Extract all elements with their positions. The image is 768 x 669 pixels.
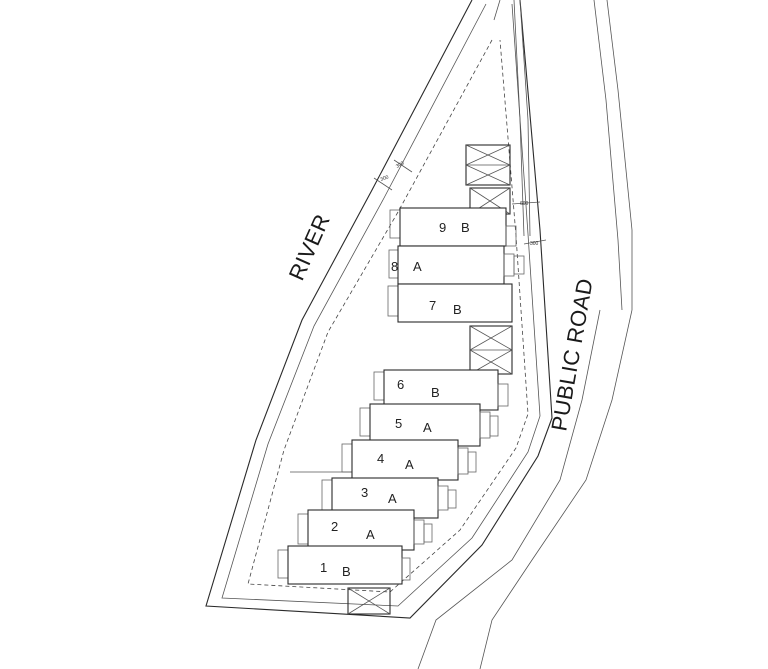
site-boundary-outer bbox=[205, 0, 553, 619]
dimension-line-road-2 bbox=[523, 239, 547, 245]
dimension-label: 300 bbox=[380, 174, 390, 183]
unit-9[interactable]: 9 B bbox=[389, 207, 517, 247]
unit-type: B bbox=[431, 385, 440, 400]
unit-number: 9 bbox=[439, 220, 446, 235]
unit-type: A bbox=[423, 420, 432, 435]
unit-type: A bbox=[388, 491, 397, 506]
parking-bay-top bbox=[465, 144, 511, 186]
unit-2[interactable]: 2 A bbox=[297, 509, 433, 551]
parking-bay-middle bbox=[469, 325, 513, 375]
unit-type: A bbox=[366, 527, 375, 542]
unit-type: B bbox=[461, 220, 470, 235]
unit-number: 2 bbox=[331, 519, 338, 534]
dimension-label: 300 bbox=[395, 160, 405, 169]
site-boundary-inner bbox=[221, 3, 541, 607]
road-right-edge-inner bbox=[593, 0, 623, 311]
unit-number: 6 bbox=[397, 377, 404, 392]
unit-number: 4 bbox=[377, 451, 384, 466]
public-road-label: PUBLIC ROAD bbox=[546, 276, 597, 433]
dimension-line-road-1 bbox=[511, 201, 541, 205]
unit-number: 5 bbox=[395, 416, 402, 431]
unit-type: B bbox=[342, 564, 351, 579]
unit-4[interactable]: 4 A bbox=[341, 439, 477, 481]
unit-6[interactable]: 6 B bbox=[373, 369, 509, 411]
access-lane-line-3 bbox=[493, 0, 501, 21]
access-lane-line-2 bbox=[519, 0, 531, 237]
unit-type: B bbox=[453, 302, 462, 317]
dimension-label: 600 bbox=[520, 201, 529, 207]
dimension-line-river-2 bbox=[393, 159, 413, 173]
road-lower-edge-left bbox=[417, 309, 601, 669]
unit-1[interactable]: 1 B bbox=[277, 545, 411, 585]
unit-number: 8 bbox=[391, 259, 398, 274]
unit-number: 7 bbox=[429, 298, 436, 313]
site-setback-line bbox=[247, 39, 529, 593]
parking-bay-bottom bbox=[347, 587, 391, 615]
access-lane-line-1 bbox=[513, 0, 525, 237]
road-right-edge-outer bbox=[606, 0, 633, 310]
unit-5[interactable]: 5 A bbox=[359, 403, 499, 447]
unit-8[interactable]: 8 A bbox=[388, 245, 525, 285]
unit-type: A bbox=[413, 259, 422, 274]
dimension-label: 300 bbox=[530, 241, 539, 247]
dimension-line-river-1 bbox=[373, 177, 393, 191]
unit-number: 3 bbox=[361, 485, 368, 500]
unit-7[interactable]: 7 B bbox=[387, 283, 513, 323]
unit-number: 1 bbox=[320, 560, 327, 575]
unit-type: A bbox=[405, 457, 414, 472]
road-lower-edge-right bbox=[479, 309, 633, 669]
